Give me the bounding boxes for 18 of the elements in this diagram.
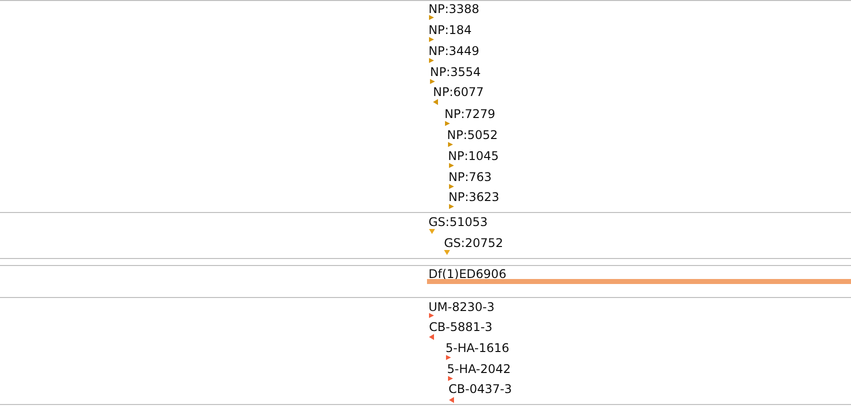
- feature-label: CB-5881-3: [429, 321, 492, 333]
- feature-label: NP:3623: [448, 191, 500, 203]
- feature-label: NP:3449: [428, 45, 480, 57]
- feature-label: Df(1)ED6906: [428, 268, 506, 280]
- feature-label: NP:3388: [428, 2, 480, 14]
- feature-label: UM-8230-3: [428, 300, 494, 312]
- feature-label: NP:3554: [430, 66, 481, 78]
- feature-label: GS:20752: [444, 236, 504, 248]
- feature-label: NP:184: [428, 24, 472, 36]
- feature-label: GS:51053: [428, 216, 488, 228]
- feature-label: CB-0437-3: [448, 383, 512, 395]
- feature-label: NP:763: [448, 171, 492, 183]
- feature-label: NP:1045: [448, 150, 499, 162]
- feature-label: 5-HA-2042: [447, 363, 511, 375]
- feature-label: 5-HA-1616: [446, 342, 510, 354]
- feature-label: NP:6077: [433, 86, 484, 98]
- feature-label: NP:7279: [444, 108, 496, 120]
- feature-label: NP:5052: [447, 128, 498, 140]
